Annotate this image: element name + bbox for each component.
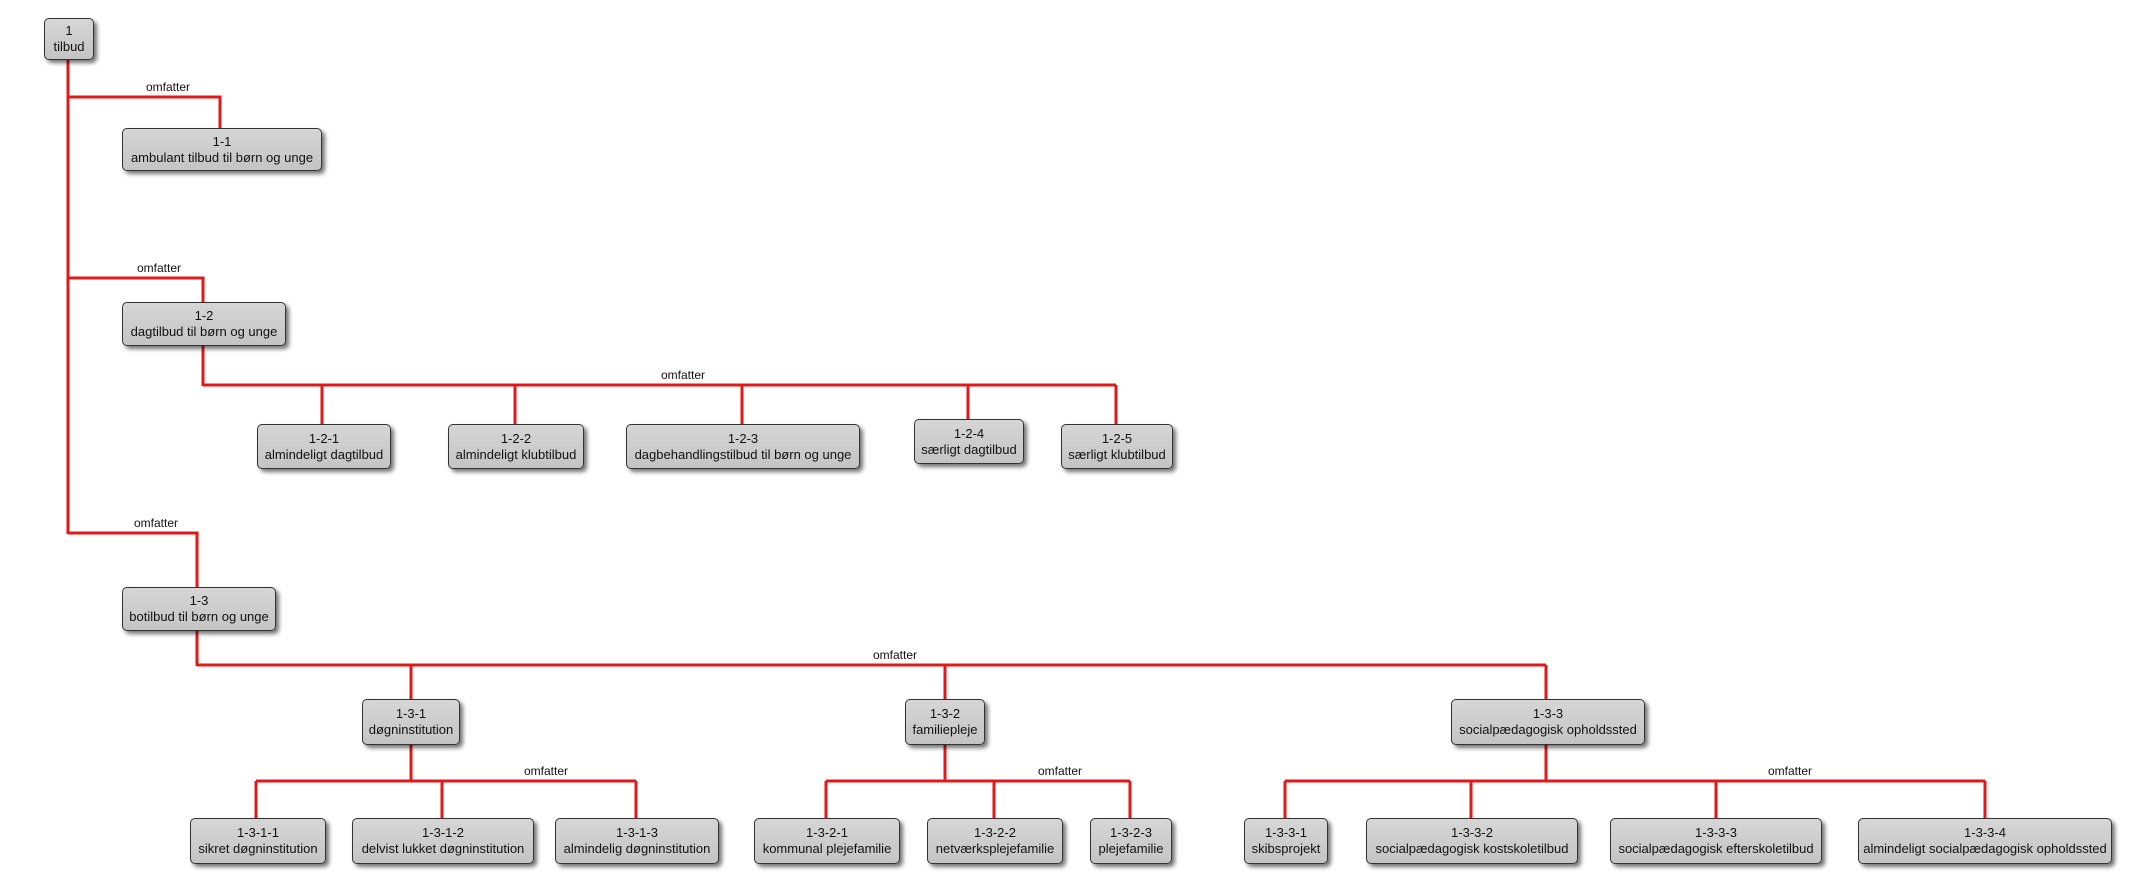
edge-label-omfatter: omfatter [523, 764, 569, 778]
node-1-3-1-2[interactable]: 1-3-1-2 delvist lukket døgninstitution [352, 818, 534, 864]
node-label: sikret døgninstitution [198, 841, 318, 856]
node-1-3-3-3[interactable]: 1-3-3-3 socialpædagogisk efterskoletilbu… [1610, 818, 1822, 864]
node-label: særligt klubtilbud [1068, 446, 1166, 462]
node-id: 1-2-3 [727, 430, 759, 446]
node-1-3-3-4[interactable]: 1-3-3-4 almindeligt socialpædagogisk oph… [1858, 818, 2112, 864]
node-label: socialpædagogisk efterskoletilbud [1618, 841, 1814, 856]
node-label: familiepleje [912, 722, 978, 737]
edge-label-omfatter: omfatter [660, 368, 706, 382]
node-label: delvist lukket døgninstitution [361, 841, 525, 856]
node-id: 1-3-3-1 [1265, 825, 1307, 840]
node-id: 1-2-5 [1101, 430, 1133, 446]
node-1-3-1-3[interactable]: 1-3-1-3 almindelig døgninstitution [555, 818, 719, 864]
node-id: 1-3-3-2 [1451, 825, 1493, 840]
node-1-1[interactable]: 1-1 ambulant tilbud til børn og unge [122, 128, 322, 171]
edge-label-omfatter: omfatter [136, 261, 182, 275]
node-label: socialpædagogisk kostskoletilbud [1375, 841, 1569, 856]
node-1-3-2-1[interactable]: 1-3-2-1 kommunal plejefamilie [754, 818, 900, 864]
edge-label-omfatter: omfatter [1767, 764, 1813, 778]
node-label: almindeligt socialpædagogisk opholdssted [1863, 841, 2107, 856]
node-label: dagtilbud til børn og unge [130, 324, 278, 339]
edge-label-omfatter: omfatter [145, 80, 191, 94]
node-label: socialpædagogisk opholdssted [1459, 722, 1637, 737]
node-id: 1-3-1-3 [616, 825, 658, 840]
connector-1-to-1-2 [68, 276, 205, 302]
node-id: 1-3-1-2 [422, 825, 464, 840]
node-1-3-2[interactable]: 1-3-2 familiepleje [905, 699, 985, 745]
node-id: 1-2-1 [308, 430, 340, 446]
node-id: 1-2 [194, 308, 214, 323]
node-id: 1-3-3-3 [1695, 825, 1737, 840]
node-id: 1-3-2-3 [1110, 825, 1152, 840]
node-1-3-3-1[interactable]: 1-3-3-1 skibsprojekt [1244, 818, 1328, 864]
node-label: dagbehandlingstilbud til børn og unge [634, 446, 852, 462]
node-id: 1-2-4 [953, 425, 985, 441]
connector-1-to-1-1 [68, 95, 222, 128]
node-label: almindeligt klubtilbud [455, 446, 577, 462]
node-1-3-2-2[interactable]: 1-3-2-2 netværksplejefamilie [927, 818, 1063, 864]
node-1-3-1[interactable]: 1-3-1 døgninstitution [362, 699, 460, 745]
node-label: almindelig døgninstitution [563, 841, 711, 856]
edge-label-omfatter: omfatter [872, 648, 918, 662]
node-1-2-4[interactable]: 1-2-4 særligt dagtilbud [914, 419, 1024, 464]
node-id: 1 [65, 23, 73, 38]
node-id: 1-1 [212, 133, 232, 149]
node-1-2[interactable]: 1-2 dagtilbud til børn og unge [122, 302, 286, 346]
node-label: ambulant tilbud til børn og unge [130, 149, 314, 165]
node-1[interactable]: 1 tilbud [44, 18, 94, 60]
node-id: 1-3-1-1 [237, 825, 279, 840]
node-1-3[interactable]: 1-3 botilbud til børn og unge [122, 587, 276, 631]
node-id: 1-3-3-4 [1964, 825, 2006, 840]
node-1-3-3[interactable]: 1-3-3 socialpædagogisk opholdssted [1451, 699, 1645, 745]
node-id: 1-3-2 [929, 706, 961, 721]
node-id: 1-3-3 [1532, 706, 1564, 721]
node-label: skibsprojekt [1251, 841, 1321, 856]
node-id: 1-3-1 [395, 706, 427, 721]
node-id: 1-3 [189, 593, 209, 608]
node-label: døgninstitution [368, 722, 454, 737]
connector-1-to-1-3 [68, 531, 199, 587]
node-1-3-3-2[interactable]: 1-3-3-2 socialpædagogisk kostskoletilbud [1366, 818, 1578, 864]
node-1-2-5[interactable]: 1-2-5 særligt klubtilbud [1061, 424, 1173, 469]
node-label: særligt dagtilbud [921, 441, 1017, 457]
node-label: almindeligt dagtilbud [264, 446, 384, 462]
node-id: 1-3-2-2 [974, 825, 1016, 840]
node-1-2-1[interactable]: 1-2-1 almindeligt dagtilbud [257, 424, 391, 469]
node-1-3-2-3[interactable]: 1-3-2-3 plejefamilie [1090, 818, 1172, 864]
node-1-2-2[interactable]: 1-2-2 almindeligt klubtilbud [448, 424, 584, 469]
node-id: 1-2-2 [500, 430, 532, 446]
edge-label-omfatter: omfatter [1037, 764, 1083, 778]
node-1-3-1-1[interactable]: 1-3-1-1 sikret døgninstitution [190, 818, 326, 864]
node-label: kommunal plejefamilie [762, 841, 892, 856]
edge-label-omfatter: omfatter [133, 516, 179, 530]
node-label: plejefamilie [1098, 841, 1164, 856]
node-label: tilbud [53, 39, 85, 54]
node-label: netværksplejefamilie [935, 841, 1055, 856]
node-id: 1-3-2-1 [806, 825, 848, 840]
node-1-2-3[interactable]: 1-2-3 dagbehandlingstilbud til børn og u… [626, 424, 860, 469]
node-label: botilbud til børn og unge [129, 609, 269, 624]
